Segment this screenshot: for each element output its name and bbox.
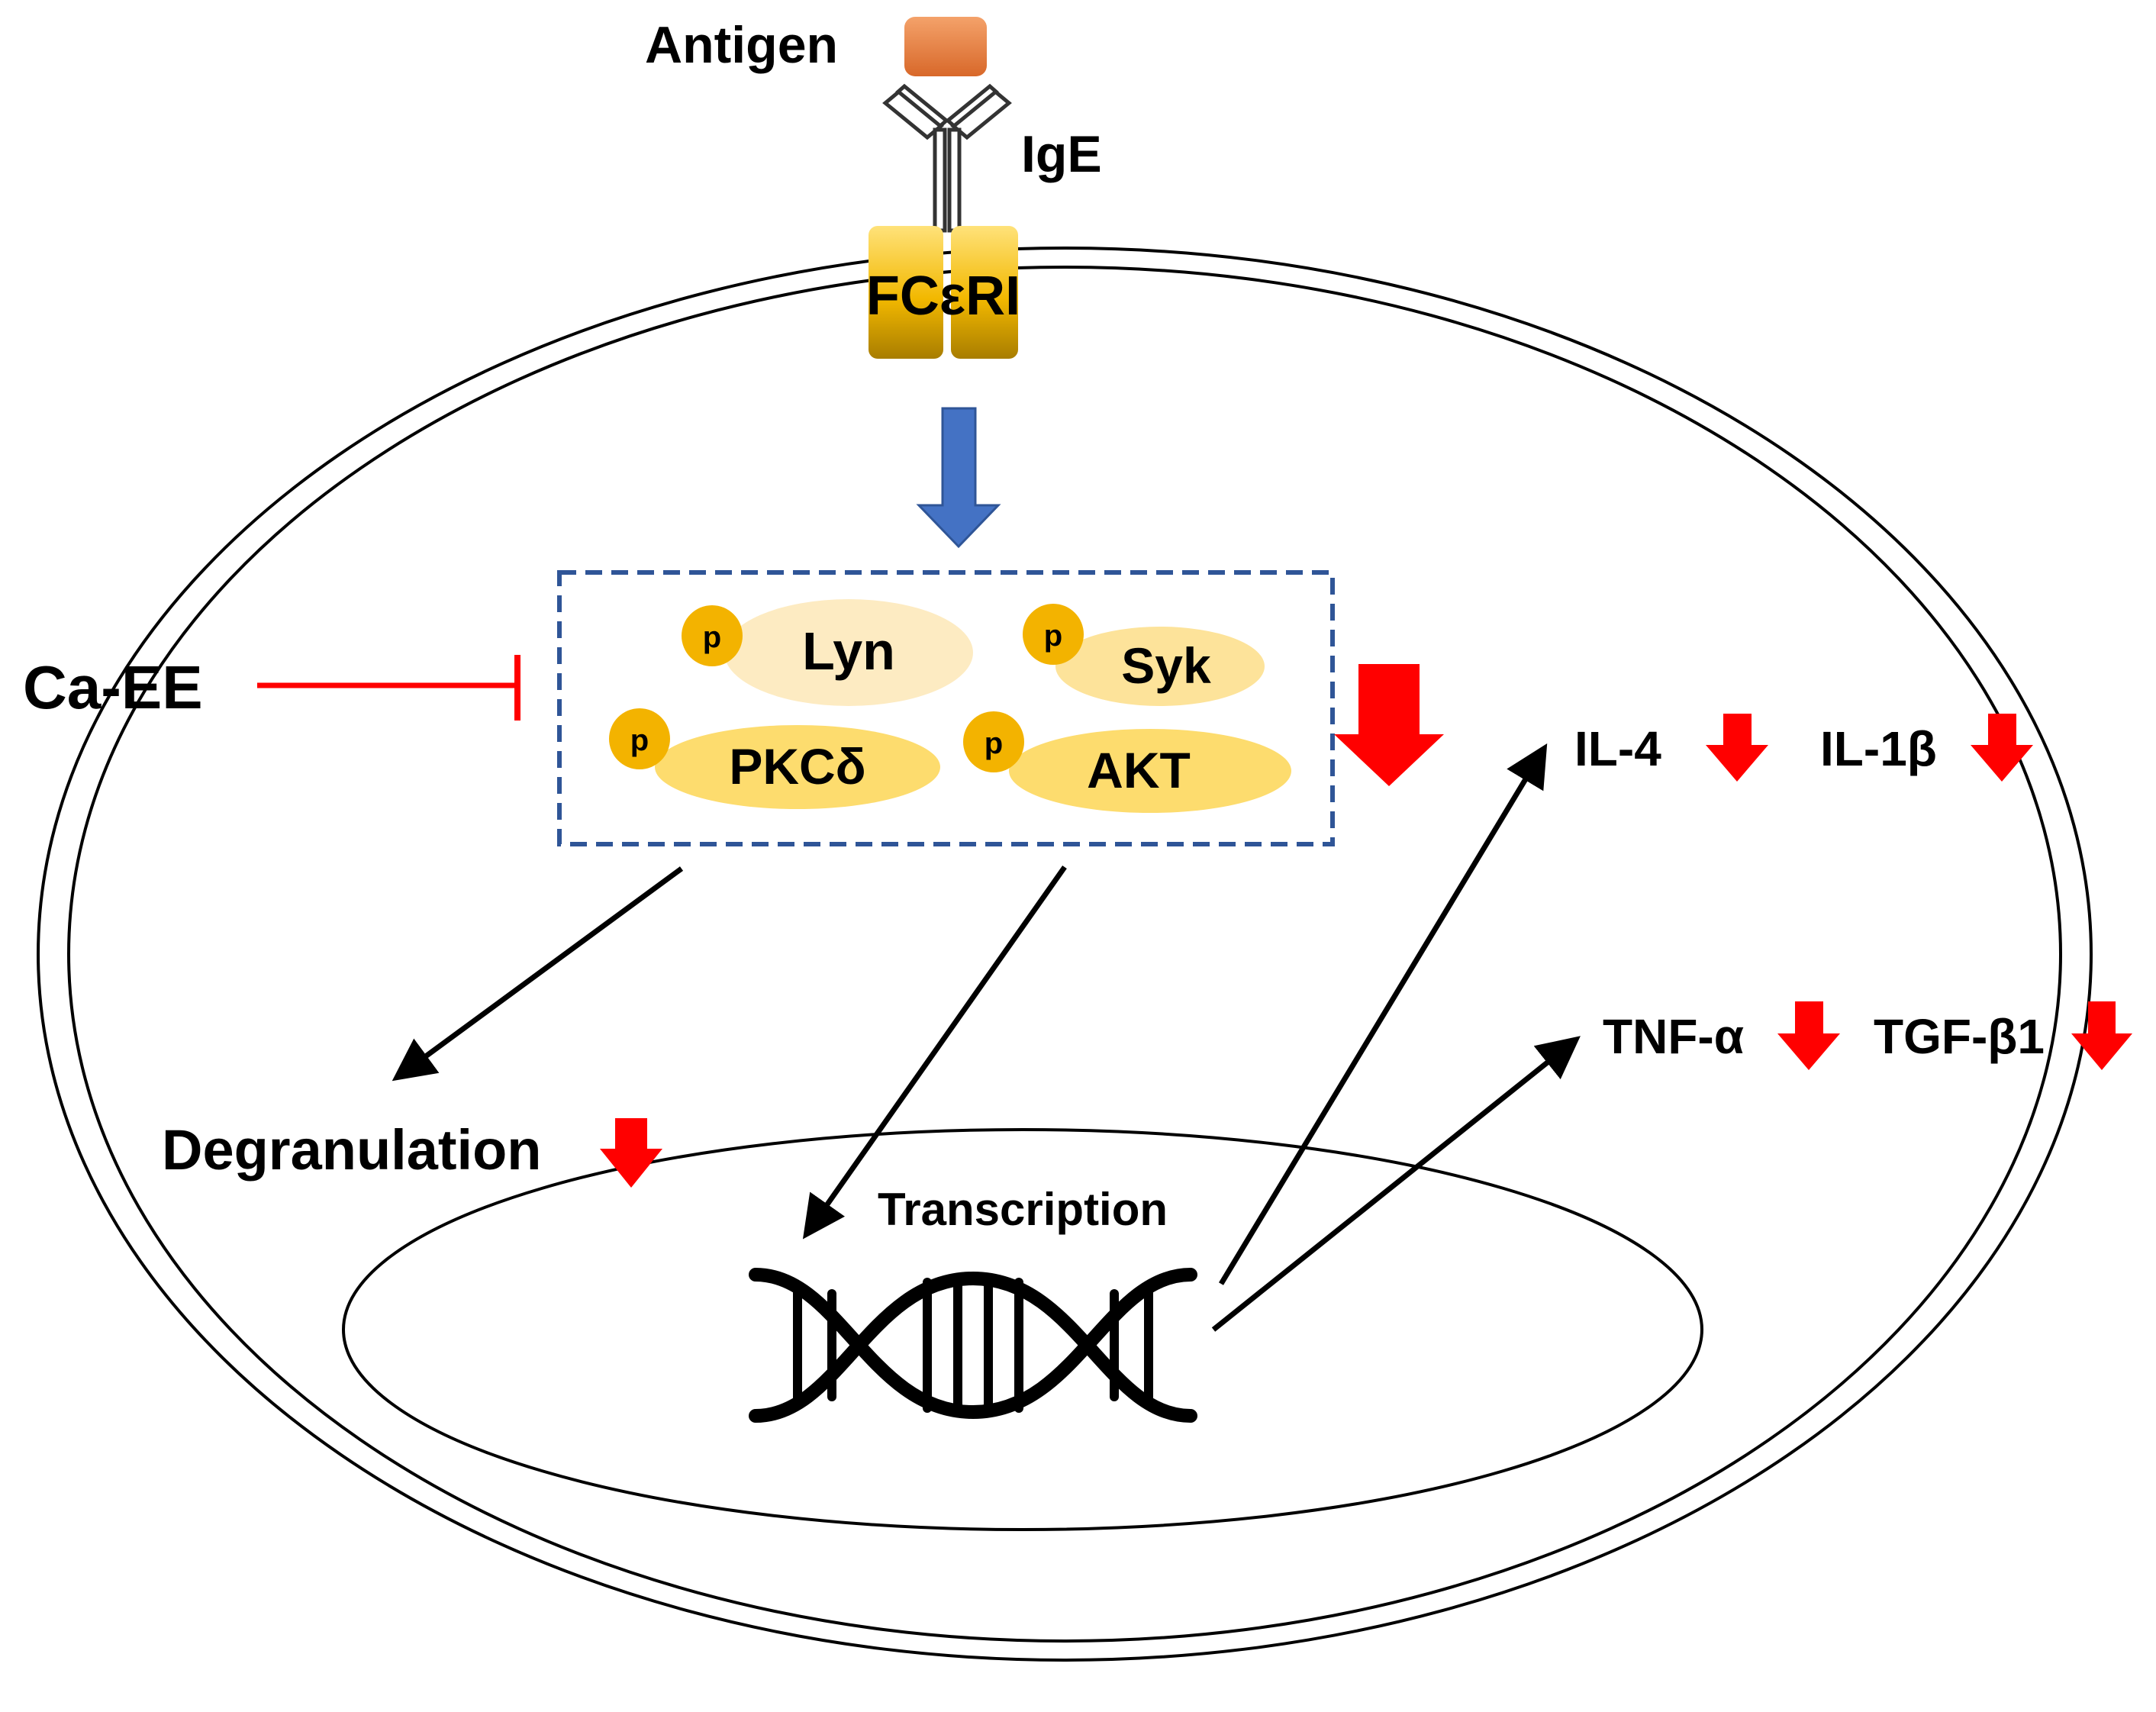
cell-membrane-inner (67, 266, 2062, 1643)
ige-label: IgE (1021, 125, 1102, 183)
dna-helix-icon (749, 1268, 1197, 1423)
pkc-kinase-shape (655, 725, 940, 809)
lyn-kinase-shape (724, 599, 973, 706)
tnfa-down-arrow (1777, 1001, 1840, 1070)
arrow-to-il4 (1219, 743, 1548, 1285)
arrow-to-degranulation (392, 866, 684, 1082)
antigen-label: Antigen (645, 16, 838, 74)
cytokine-il1b-label: IL-1β (1820, 721, 1937, 776)
kinase-complex-box (557, 570, 1335, 846)
inhibitor-label: Ca-EE (23, 653, 203, 721)
il1b-down-arrow (1971, 714, 2033, 782)
fceri-receptor-right (951, 226, 1018, 359)
arrow-to-tnfa (1211, 1036, 1581, 1332)
phospho-label: p (1044, 619, 1062, 653)
phospho-tag-lyn (682, 605, 743, 666)
degranulation-down-arrow (600, 1118, 662, 1188)
cytokine-il4-label: IL-4 (1574, 721, 1661, 776)
cytokine-tgfb1-label: TGF-β1 (1874, 1009, 2045, 1064)
ige-antibody-icon (882, 83, 1012, 233)
phospho-label: p (985, 727, 1003, 760)
nucleus (342, 1128, 1703, 1531)
syk-label: Syk (1121, 637, 1211, 694)
pkc-label: PKCδ (729, 738, 865, 795)
antigen-block (904, 17, 987, 76)
phosphorylation-down-arrow (1334, 664, 1444, 786)
lyn-label: Lyn (802, 621, 895, 681)
fceri-label: FCεRI (866, 266, 1020, 327)
cytokine-tnfa-label: TNF-α (1603, 1009, 1744, 1064)
phospho-label: p (703, 621, 721, 654)
arrow-to-transcription (802, 865, 1067, 1240)
phospho-tag-syk (1023, 604, 1084, 665)
degranulation-label: Degranulation (162, 1118, 541, 1182)
transcription-label: Transcription (878, 1184, 1168, 1235)
phospho-tag-pkc (609, 708, 670, 769)
fceri-receptor-left (869, 226, 943, 359)
akt-label: AKT (1087, 742, 1191, 798)
phospho-label: p (630, 724, 649, 757)
phospho-tag-akt (963, 711, 1024, 772)
tgfb1-down-arrow (2071, 1001, 2132, 1070)
il4-down-arrow (1706, 714, 1768, 782)
cell-membrane-outer (37, 247, 2093, 1662)
syk-kinase-shape (1055, 627, 1265, 706)
signal-arrow (916, 407, 1001, 549)
akt-kinase-shape (1009, 729, 1291, 813)
